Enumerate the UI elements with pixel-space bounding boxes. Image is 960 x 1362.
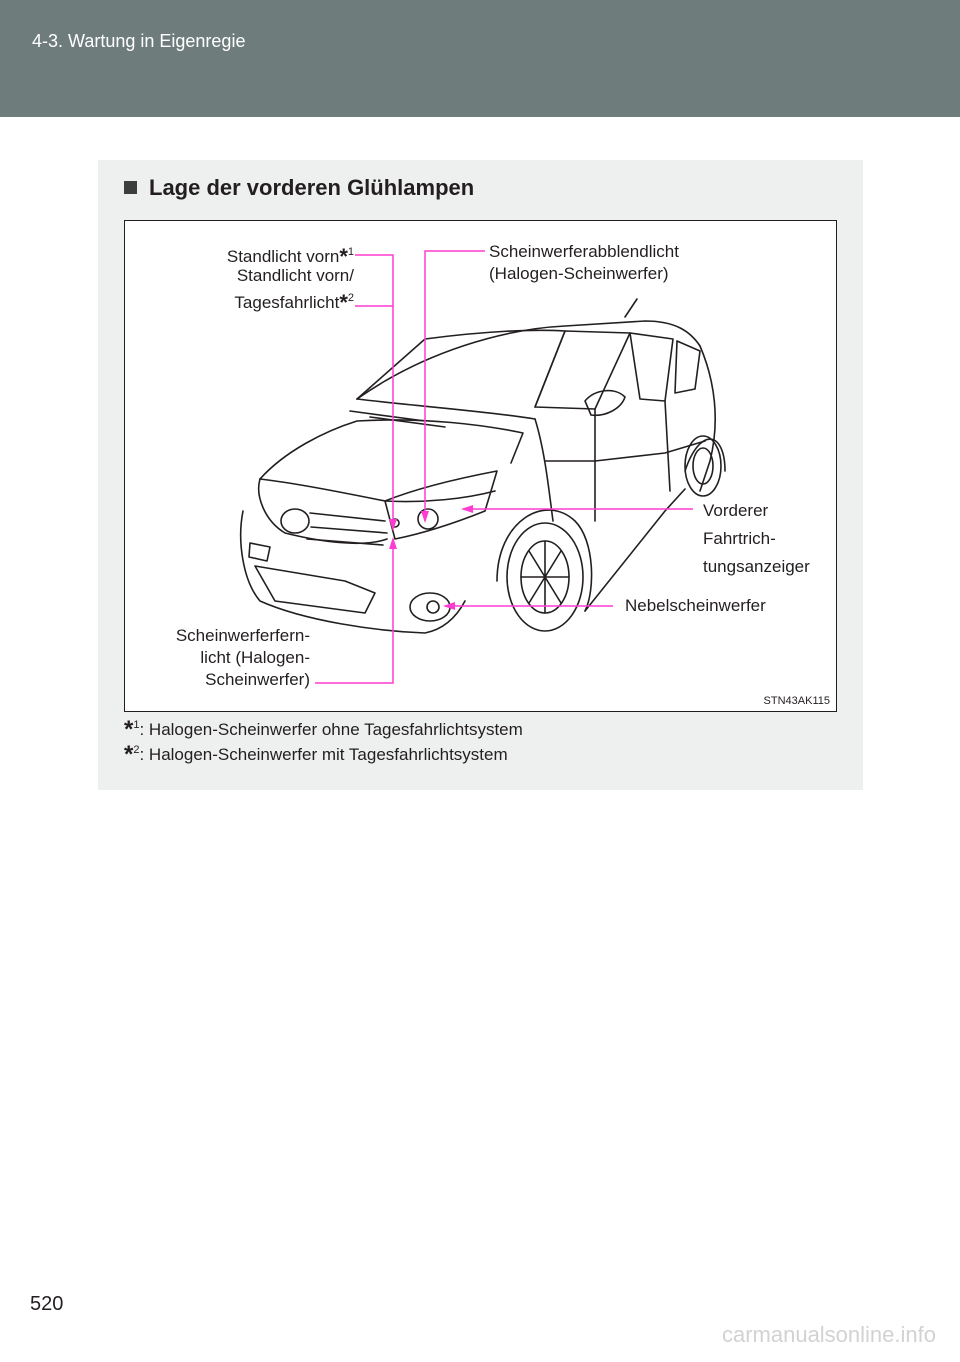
label-fernlicht: Scheinwerferfern- licht (Halogen- Schein… [176,625,310,691]
label-fahrtrichtungsanzeiger: Vorderer Fahrtrich- tungsanzeiger [703,497,810,581]
leader-lines [315,251,693,683]
heading-text: Lage der vorderen Glühlampen [149,175,474,200]
panel-heading: Lage der vorderen Glühlampen [124,175,474,201]
label-abblendlicht: Scheinwerferabblendlicht (Halogen-Schein… [489,241,679,285]
label-standlicht-vorn-1: Standlicht vorn*1 [227,241,354,268]
label-standlicht-vorn-2: Standlicht vorn/ Tagesfahrlicht*2 [234,265,354,314]
image-code: STN43AK115 [764,695,830,707]
section-title: 4-3. Wartung in Eigenregie [32,31,245,52]
footnote-1: *1: Halogen-Scheinwerfer ohne Tagesfahrl… [124,716,523,744]
square-bullet-icon [124,181,137,194]
watermark: carmanualsonline.info [722,1322,936,1348]
page-number: 520 [30,1293,63,1316]
leader-standlicht-1 [355,255,393,529]
label-nebelscheinwerfer: Nebelscheinwerfer [625,595,766,617]
car-drawing [241,299,725,633]
bulb-location-figure: Standlicht vorn*1 Standlicht vorn/ Tages… [124,220,837,712]
page-header: 4-3. Wartung in Eigenregie [0,0,960,117]
footnote-2: *2: Halogen-Scheinwerfer mit Tagesfahrli… [124,741,508,769]
